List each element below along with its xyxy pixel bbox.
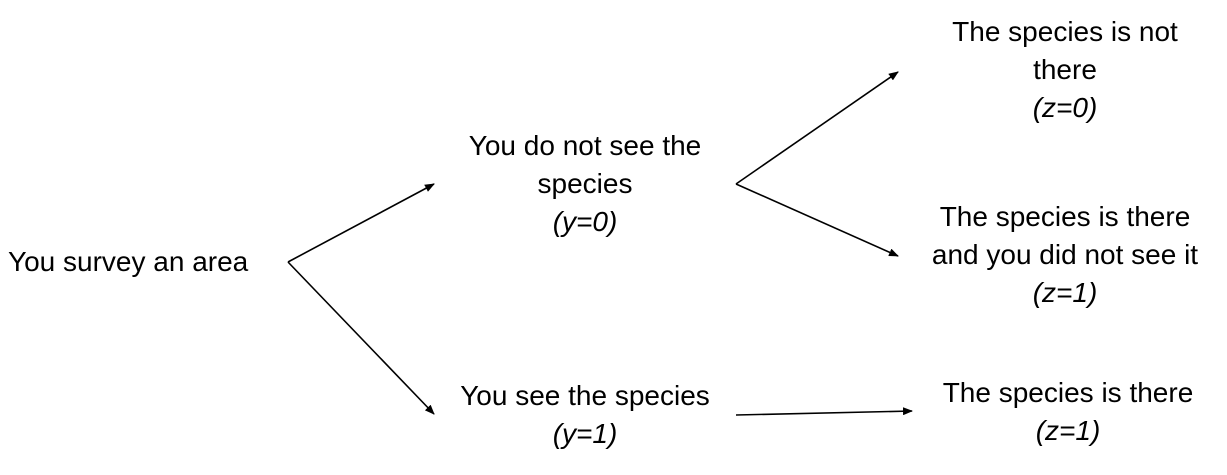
node-absent-line-2: there <box>1033 54 1097 85</box>
node-present-var: (z=1) <box>1035 415 1101 446</box>
node-seen: You see the species (y=1) <box>440 377 730 453</box>
node-root-label: You survey an area <box>8 246 249 277</box>
node-present-missed-line-2: and you did not see it <box>931 239 1199 270</box>
node-not-seen: You do not see the species (y=0) <box>440 127 730 241</box>
edge-seen-to-present <box>735 407 913 416</box>
node-seen-var: (y=1) <box>552 418 618 449</box>
node-not-seen-var: (y=0) <box>552 206 618 237</box>
node-present-missed-var: (z=1) <box>1032 277 1098 308</box>
node-present-missed: The species is there and you did not see… <box>906 198 1224 312</box>
node-present-missed-line-1: The species is there <box>939 201 1191 232</box>
node-root: You survey an area <box>8 243 248 281</box>
node-present: The species is there (z=1) <box>916 374 1220 450</box>
node-absent: The species is not there (z=0) <box>910 13 1220 127</box>
node-absent-line-1: The species is not <box>952 16 1178 47</box>
edge-root-to-seen <box>287 261 435 415</box>
edge-not-seen-to-absent <box>735 71 899 185</box>
edge-root-to-not-seen <box>287 183 435 263</box>
node-not-seen-line-2: species <box>537 168 633 199</box>
node-seen-line-1: You see the species <box>460 380 710 411</box>
node-absent-var: (z=0) <box>1032 92 1098 123</box>
node-not-seen-line-1: You do not see the <box>468 130 702 161</box>
edge-not-seen-to-present-missed <box>735 183 899 257</box>
node-present-line-1: The species is there <box>942 377 1194 408</box>
